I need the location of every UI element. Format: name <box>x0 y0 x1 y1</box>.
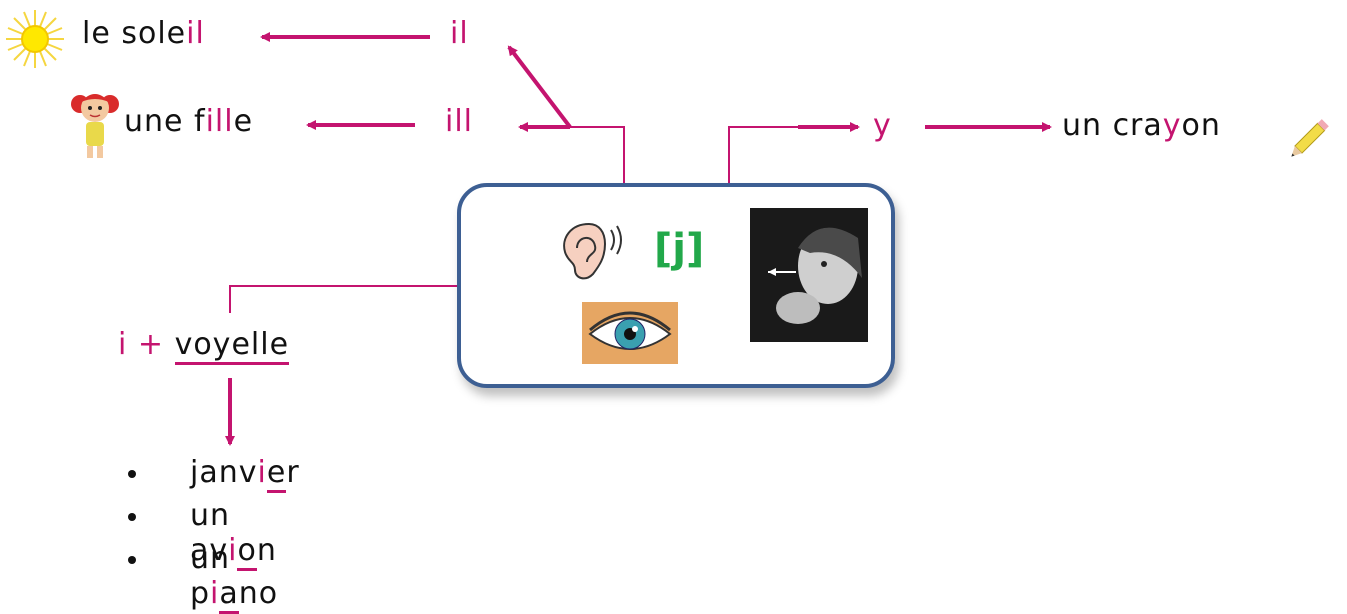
example-soleil: le soleil <box>82 16 205 51</box>
pencil-icon <box>1291 119 1329 157</box>
list-vowel: e <box>266 455 287 493</box>
spelling-ill: ill <box>445 104 474 139</box>
crayon-after: on <box>1181 108 1221 143</box>
child-photo <box>750 208 868 342</box>
sun-icon <box>6 10 64 68</box>
list-text-rest: r <box>286 455 300 490</box>
crayon-highlight: y <box>1162 108 1182 143</box>
soleil-highlight: il <box>186 16 205 51</box>
crayon-before: un cra <box>1062 108 1163 143</box>
list-text-rest: n <box>256 533 277 568</box>
rule-voyelle: voyelle <box>174 327 290 365</box>
fille-after: e <box>233 104 254 139</box>
ear-icon <box>563 222 622 280</box>
connector-right <box>728 126 800 183</box>
spelling-y: y <box>873 108 892 143</box>
list-text: un av <box>190 498 231 568</box>
list-vowel: o <box>237 533 257 571</box>
list-text: janv <box>190 455 258 490</box>
soleil-before: le sole <box>82 16 187 51</box>
phoneme-label: [j] <box>654 226 705 272</box>
rule-i: i <box>118 327 128 362</box>
connector-lines <box>225 32 1052 446</box>
fille-before: une f <box>124 104 206 139</box>
connector-bottom <box>229 285 457 313</box>
eye-icon <box>582 302 678 364</box>
list-text-rest: no <box>238 576 279 611</box>
list-vowel: a <box>219 576 239 614</box>
rule-i-voyelle: i + voyelle <box>118 327 290 365</box>
arrow-to-il <box>507 45 572 129</box>
spelling-il: il <box>450 16 469 51</box>
connector-left <box>570 126 625 183</box>
girl-icon <box>71 94 119 158</box>
example-fille: une fille <box>124 104 253 139</box>
list-highlight: i <box>210 576 220 611</box>
bullet <box>128 470 136 478</box>
fille-highlight: ill <box>205 104 234 139</box>
list-highlight: i <box>257 455 267 490</box>
rule-plus: + <box>137 327 165 362</box>
bullet <box>128 513 136 521</box>
bullet <box>128 556 136 564</box>
example-crayon: un crayon <box>1062 108 1221 143</box>
list-highlight: i <box>228 533 238 568</box>
